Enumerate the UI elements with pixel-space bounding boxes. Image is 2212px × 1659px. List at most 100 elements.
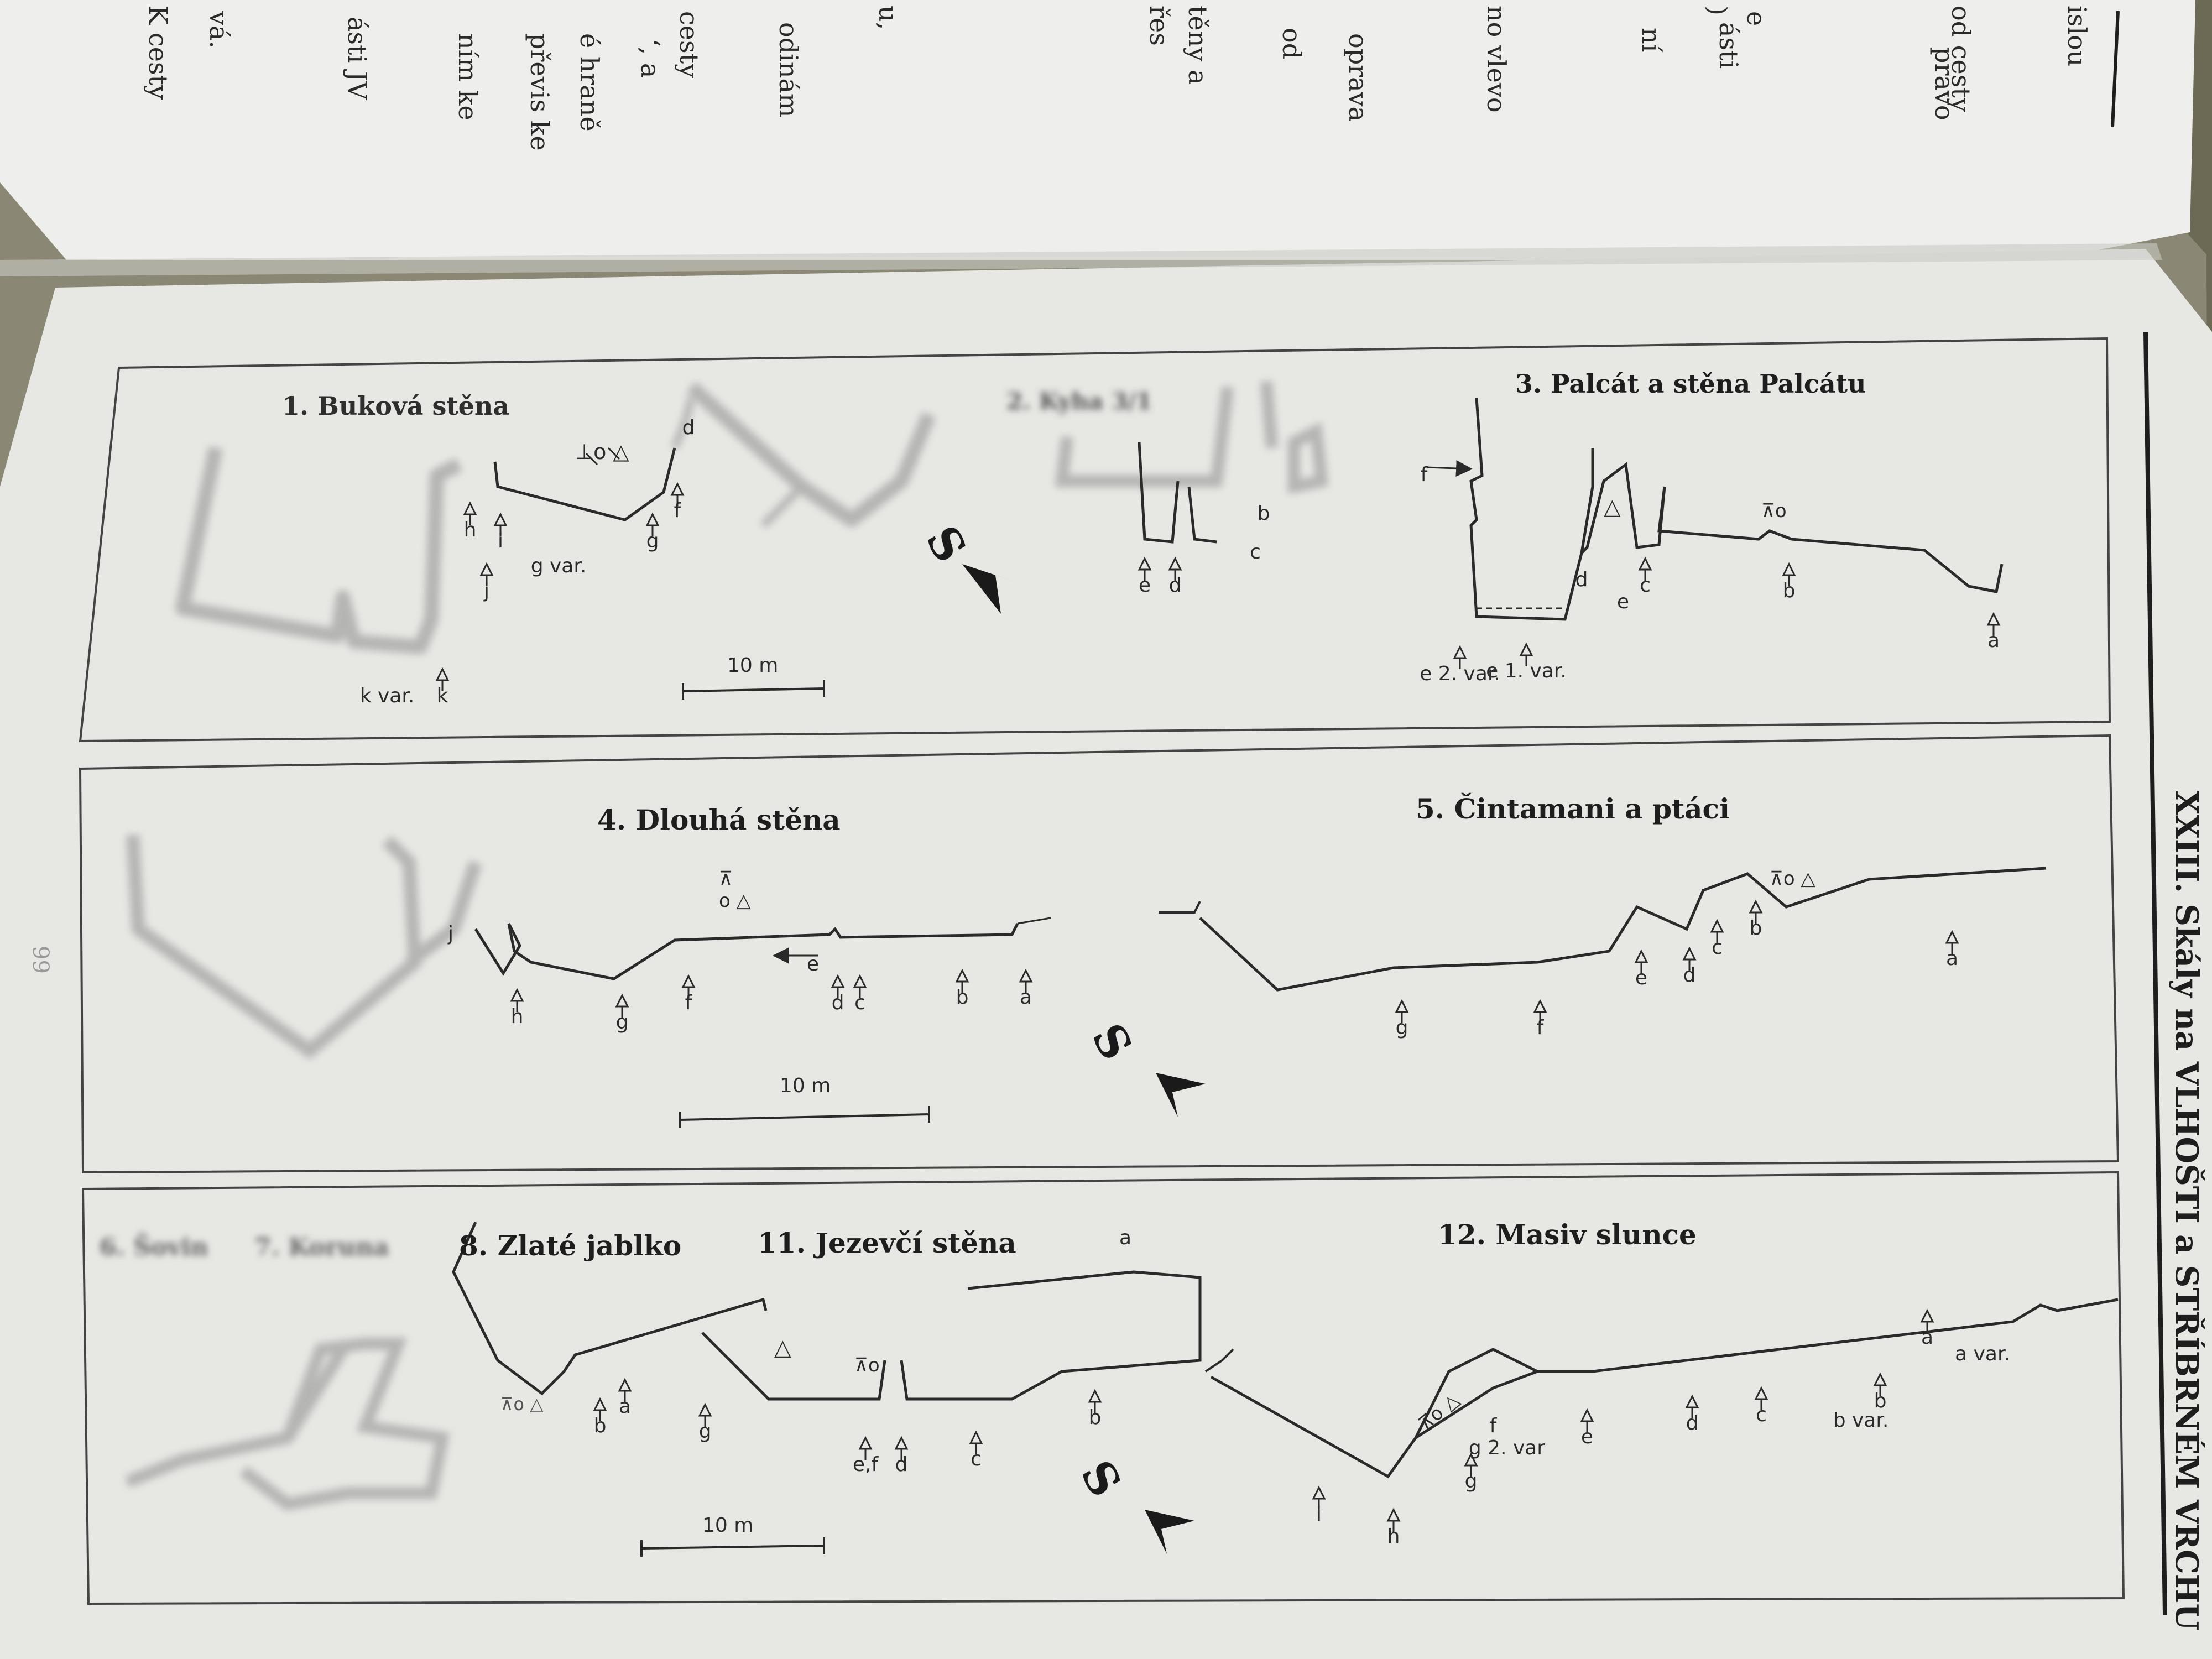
opposite-page-fragment: é hraně: [575, 33, 604, 132]
opposite-page-fragment: ní: [1636, 28, 1666, 53]
route-label: c: [1712, 936, 1723, 959]
sector-1-faded-outline: [175, 382, 936, 654]
route-label: i: [1316, 1503, 1322, 1526]
route-label: j: [483, 580, 489, 602]
route-label: g: [646, 530, 659, 552]
svg-text:⊼o △: ⊼o △: [1770, 868, 1815, 890]
route-label: e,f: [853, 1453, 879, 1476]
route-marker: h: [463, 501, 477, 541]
opposite-page-fragment: převis ke: [525, 33, 555, 151]
sector-8-labels: ba: [593, 1378, 632, 1437]
route-label: g: [699, 1420, 712, 1443]
sector-7-title: 7. Koruna: [254, 1233, 389, 1261]
svg-text:△: △: [1604, 494, 1621, 520]
route-marker: e: [1138, 556, 1152, 597]
route-label: c: [971, 1448, 982, 1470]
route-label: b: [1089, 1406, 1102, 1429]
route-label: a: [1946, 947, 1958, 970]
route-label: k var.: [360, 685, 415, 707]
route-label: d: [1686, 1412, 1699, 1434]
route-label: h: [511, 1005, 524, 1028]
route-label: a: [619, 1395, 631, 1418]
running-header-text: XXIII. Skály na VLHOŠTI a STŘÍBRNÉM VRCH…: [2168, 791, 2205, 1630]
route-label: d: [832, 992, 844, 1014]
route-label: d: [895, 1453, 908, 1476]
scale-bar-top: 10 m: [682, 654, 825, 700]
route-marker: f: [1421, 463, 1428, 486]
route-label: d: [682, 416, 695, 439]
route-marker: a: [1019, 968, 1033, 1009]
opposite-page: [0, 0, 2195, 260]
route-marker: c: [1250, 541, 1261, 564]
route-marker: e: [807, 953, 819, 975]
route-label: j: [447, 922, 453, 945]
opposite-page-fragment: oprava: [1343, 33, 1373, 122]
sector-11-labels: g e,f d c b a: [698, 1227, 1131, 1476]
sector-1-title: 1. Buková stěna: [282, 391, 509, 421]
route-label: h: [464, 519, 477, 541]
opposite-page-fragment: řes: [1144, 6, 1174, 46]
route-marker: a: [1920, 1308, 1934, 1349]
route-marker: g: [615, 993, 629, 1034]
route-label: c: [1756, 1404, 1767, 1426]
opposite-page-fragment: těny a: [1183, 6, 1213, 85]
route-marker: c: [969, 1430, 983, 1470]
route-label: e: [1617, 591, 1629, 613]
opposite-page-fragment: e: [1741, 11, 1771, 26]
route-label: b: [1750, 917, 1762, 940]
main-page: [0, 249, 2212, 1659]
running-header: XXIII. Skály na VLHOŠTI a STŘÍBRNÉM VRCH…: [2168, 791, 2205, 1630]
sector-5-title: 5. Čintamani a ptáci: [1416, 792, 1730, 825]
scale-bar-middle: 10 m: [679, 1074, 930, 1128]
route-marker: b: [593, 1397, 607, 1437]
route-label: k: [437, 685, 448, 707]
svg-text:o △: o △: [719, 890, 752, 912]
opposite-page-fragment: ): [1703, 6, 1733, 15]
route-marker: f: [1490, 1415, 1498, 1437]
route-marker: e,f: [853, 1436, 879, 1476]
route-marker: k var.: [360, 685, 415, 707]
route-marker: a: [1119, 1227, 1131, 1249]
route-label: c: [1640, 574, 1651, 597]
route-marker: c: [1754, 1386, 1768, 1426]
route-marker: f: [681, 974, 696, 1014]
scale-label-top: 10 m: [727, 654, 778, 677]
panel-bottom-frame: [81, 1171, 2125, 1605]
route-label: b: [1783, 580, 1796, 602]
svg-text:⊼: ⊼: [719, 868, 733, 890]
route-marker: b: [1749, 899, 1763, 940]
sector-12-title: 12. Masiv slunce: [1438, 1218, 1697, 1251]
route-marker: b: [955, 968, 969, 1009]
sector-4-faded-outline: [126, 834, 482, 1060]
scale-bar-bottom: 10 m: [640, 1514, 825, 1557]
scale-label-bottom: 10 m: [702, 1514, 753, 1537]
route-marker: g: [1464, 1452, 1478, 1493]
route-label: d: [1169, 574, 1182, 597]
route-marker: h: [510, 988, 524, 1028]
route-label: b: [594, 1415, 607, 1437]
route-marker: g: [645, 512, 660, 552]
route-marker: c: [1638, 556, 1652, 597]
route-marker: e: [1580, 1408, 1594, 1448]
route-marker: d: [1168, 556, 1182, 597]
route-marker: c: [853, 974, 867, 1014]
route-marker: e: [1634, 949, 1648, 989]
route-marker: d: [1682, 946, 1697, 987]
route-marker: f: [670, 482, 685, 522]
route-label: f: [1421, 463, 1428, 486]
route-label: a: [1020, 986, 1032, 1009]
route-marker: i: [1312, 1485, 1326, 1526]
route-marker: c: [1710, 919, 1724, 959]
route-marker: d: [894, 1436, 909, 1476]
panel-bottom: 6. Šovin 7. Koruna 8. Zlaté jablko ⊼o △ …: [81, 1171, 2125, 1605]
